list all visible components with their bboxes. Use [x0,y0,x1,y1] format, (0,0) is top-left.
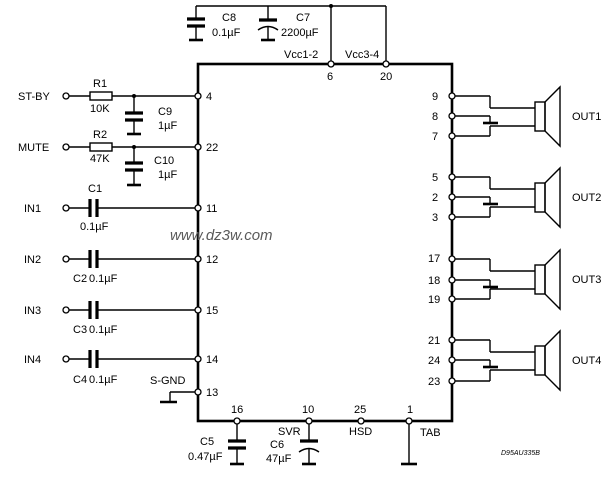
c2-value: 0.1µF [89,273,118,285]
standby-circuit: ST-BY R1 10K C9 1µF 4 [18,78,212,136]
supply-section: C8 0.1µF C7 2200µF Vcc1-2 Vcc3-4 6 20 [187,4,392,83]
pin-11: 11 [206,203,217,215]
c8-name: C8 [222,12,236,24]
c3-name: C3 [73,324,87,336]
pin-4: 4 [206,91,212,103]
pin-9: 9 [432,91,438,103]
r2-name: R2 [93,129,107,141]
output-3-circuit: 17 18 19 OUT3 [428,248,601,311]
c4-value: 0.1µF [89,374,118,386]
r2-value: 47K [90,153,110,165]
c10-name: C10 [154,155,174,167]
input-3-circuit: IN3 C3 0.1µF 15 [24,301,218,336]
output-out3: OUT3 [572,274,601,286]
mute-circuit: MUTE R2 47K C10 1µF 22 [18,129,218,187]
vcc12-label: Vcc1-2 [284,49,318,61]
pin-22: 22 [206,142,218,154]
svr-label: SVR [278,426,301,438]
output-out4: OUT4 [572,355,601,367]
c7-name: C7 [296,12,310,24]
c9-value: 1µF [158,120,177,132]
pin-12: 12 [206,254,218,266]
c3-value: 0.1µF [89,324,118,336]
c1-name: C1 [88,183,102,195]
pin-2: 2 [432,192,438,204]
pin-7: 7 [432,131,438,143]
r1-value: 10K [90,103,110,115]
input-mute: MUTE [18,142,49,154]
pin-23: 23 [428,376,440,388]
r1-name: R1 [93,78,107,90]
hsd-label: HSD [349,426,372,438]
pin-1: 1 [407,404,413,416]
input-in2: IN2 [24,254,41,266]
pin-6: 6 [327,71,333,83]
pin-18: 18 [428,275,440,287]
input-1-circuit: IN1 C1 0.1µF 11 [24,183,217,233]
pin-24: 24 [428,355,440,367]
pin-10: 10 [302,404,314,416]
c8-value: 0.1µF [212,27,241,39]
c2-name: C2 [73,273,87,285]
watermark: www.dz3w.com [170,227,273,244]
c5-value: 0.47µF [188,451,223,463]
pin-8: 8 [432,111,438,123]
signal-ground: S-GND 13 [150,375,218,404]
output-1-circuit: 9 8 7 OUT1 [432,85,601,148]
output-out2: OUT2 [572,192,601,204]
pin-13: 13 [206,387,218,399]
pin-14: 14 [206,354,218,366]
input-in1: IN1 [24,203,41,215]
input-2-circuit: IN2 C2 0.1µF 12 [24,250,218,285]
vcc34-label: Vcc3-4 [345,49,379,61]
pin-25: 25 [354,404,366,416]
drawing-code: D95AU335B [501,450,540,457]
c9-name: C9 [158,106,172,118]
input-in4: IN4 [24,354,41,366]
pin-20: 20 [380,71,392,83]
c6-value: 47µF [266,453,292,465]
pin-21: 21 [428,335,440,347]
c7-value: 2200µF [281,27,319,39]
c1-value: 0.1µF [80,221,109,233]
output-4-circuit: 21 24 23 OUT4 [428,329,601,392]
c6-name: C6 [270,439,284,451]
pin-5: 5 [432,172,438,184]
pin-3: 3 [432,212,438,224]
input-in3: IN3 [24,305,41,317]
ic-body [196,62,454,423]
s-gnd-label: S-GND [150,375,186,387]
pin-16: 16 [231,404,243,416]
c4-name: C4 [73,374,87,386]
pin-15: 15 [206,305,218,317]
c5-name: C5 [200,436,214,448]
input-st-by: ST-BY [18,91,50,103]
tab-label: TAB [420,427,441,439]
pin-19: 19 [428,294,440,306]
pin-17: 17 [428,253,440,265]
c10-value: 1µF [158,169,177,181]
output-2-circuit: 5 2 3 OUT2 [432,166,601,229]
bottom-section: 16 10 25 1 C5 0.47µF SVR C6 47µF HSD TAB [188,404,441,466]
output-out1: OUT1 [572,111,601,123]
input-4-circuit: IN4 C4 0.1µF 14 [24,350,218,386]
